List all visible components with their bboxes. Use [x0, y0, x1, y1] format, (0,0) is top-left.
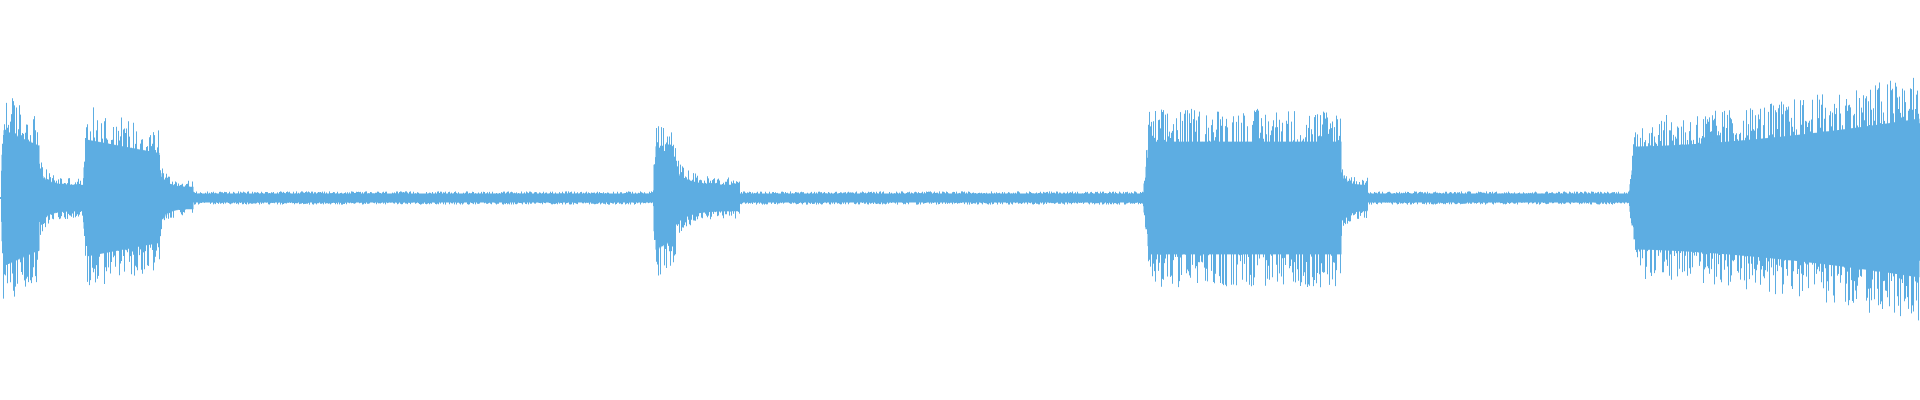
waveform-trace	[0, 77, 1920, 321]
waveform-core	[0, 118, 1920, 278]
